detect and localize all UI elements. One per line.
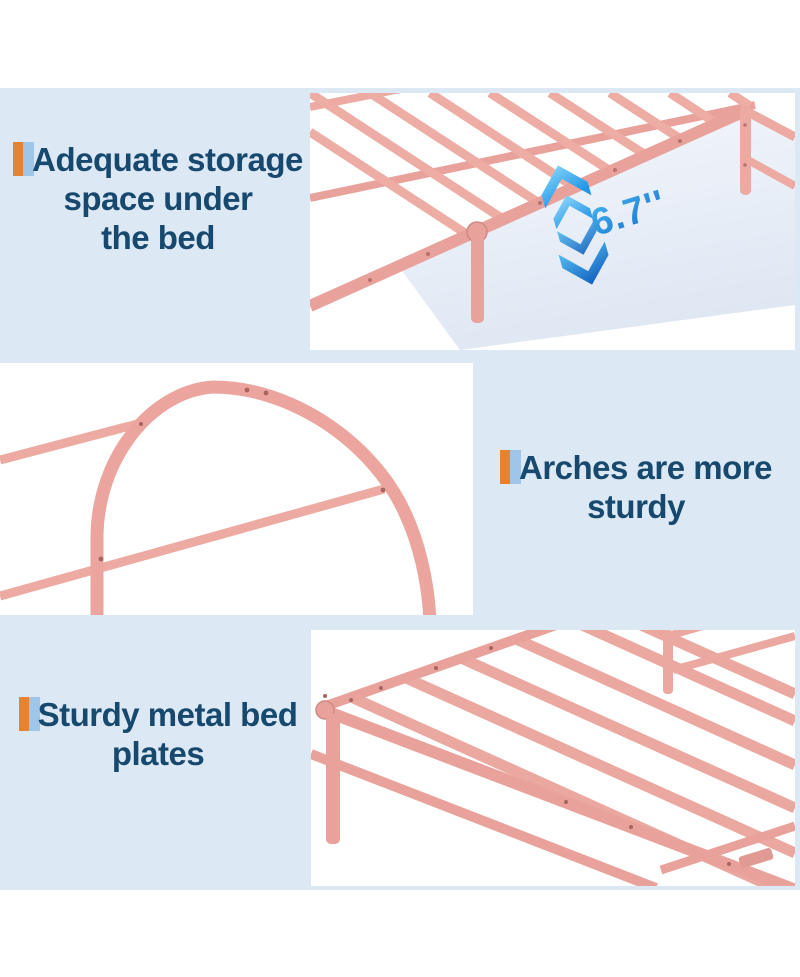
photo-bed-plates xyxy=(311,630,795,886)
accent-marker-icon xyxy=(18,697,40,731)
headboard-arch xyxy=(90,380,437,615)
bed-slats xyxy=(310,93,753,239)
height-arrow-icon xyxy=(541,165,609,285)
under-bed-panel xyxy=(400,113,795,350)
feature-title-storage: Adequate storage space under the bed xyxy=(8,140,308,257)
title-line: Adequate storage xyxy=(8,140,308,179)
bed-leg xyxy=(471,230,484,323)
title-line: space under xyxy=(63,180,253,217)
title-text: Arches are more xyxy=(519,449,772,486)
feature-title-arches: Arches are more sturdy xyxy=(480,448,792,526)
photo-bed-underside: 6.7'' xyxy=(310,93,795,350)
corner-post xyxy=(740,105,751,195)
feature-title-plates: Sturdy metal bed plates xyxy=(8,695,308,773)
title-line: Arches are more xyxy=(480,448,792,487)
title-text: Sturdy metal bed xyxy=(37,696,298,733)
accent-marker-icon xyxy=(500,450,521,484)
photo-arched-headboard xyxy=(0,363,473,615)
bed-plates-illustration xyxy=(311,630,795,886)
title-line: sturdy xyxy=(587,488,685,525)
title-text: Adequate storage xyxy=(32,141,303,178)
bed-leg xyxy=(326,714,340,844)
arch-illustration xyxy=(0,363,473,615)
title-line: the bed xyxy=(101,219,215,256)
bed-underside-illustration: 6.7'' xyxy=(310,93,795,350)
title-line: Sturdy metal bed xyxy=(8,695,308,734)
title-line: plates xyxy=(111,735,205,772)
accent-marker-icon xyxy=(13,142,35,176)
